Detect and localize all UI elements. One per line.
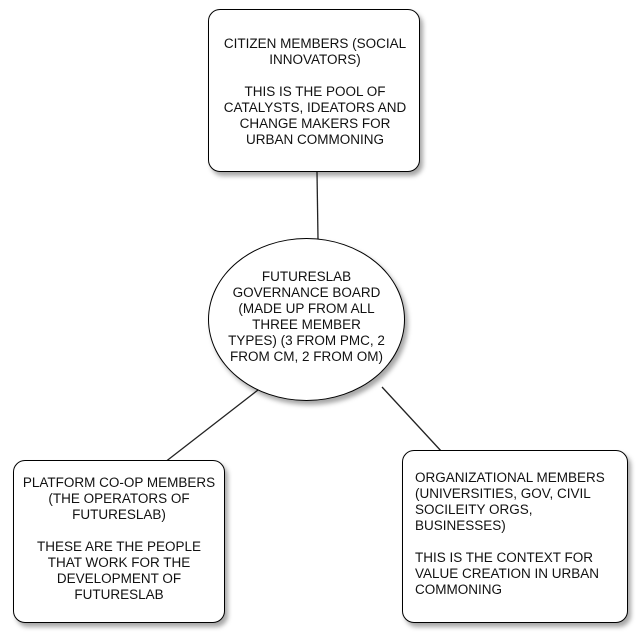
edge-board-platform [159, 389, 259, 467]
platform-coop-members-node: PLATFORM CO-OP MEMBERS (THE OPERATORS OF… [13, 460, 225, 623]
citizen-members-description: THIS IS THE POOL OF CATALYSTS, IDEATORS … [223, 84, 407, 147]
organizational-members-node: ORGANIZATIONAL MEMBERS (UNIVERSITIES, GO… [402, 450, 628, 623]
organizational-members-description: THIS IS THE CONTEXT FOR VALUE CREATION I… [415, 550, 600, 597]
citizen-members-heading: CITIZEN MEMBERS (SOCIAL INNOVATORS) [223, 36, 407, 67]
platform-coop-members-description: THESE ARE THE PEOPLE THAT WORK FOR THE D… [36, 539, 202, 602]
edge-board-organizational [381, 386, 443, 453]
platform-coop-members-heading: PLATFORM CO-OP MEMBERS (THE OPERATORS OF… [22, 475, 216, 522]
governance-board-node: FUTURESLAB GOVERNANCE BOARD (MADE UP FRO… [208, 238, 405, 401]
organizational-members-heading: ORGANIZATIONAL MEMBERS (UNIVERSITIES, GO… [415, 470, 605, 533]
governance-board-text: FUTURESLAB GOVERNANCE BOARD (MADE UP FRO… [228, 269, 385, 364]
edge-citizen-board [316, 171, 319, 240]
citizen-members-node: CITIZEN MEMBERS (SOCIAL INNOVATORS) THIS… [208, 9, 420, 172]
